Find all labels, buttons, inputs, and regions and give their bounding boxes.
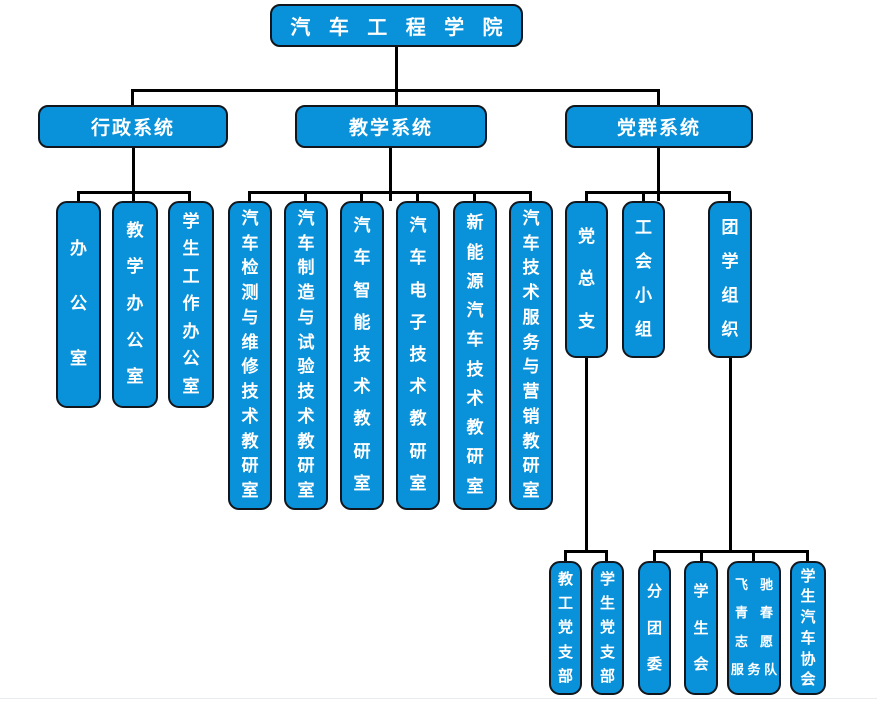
node-admin-system: 行政系统: [38, 105, 228, 148]
node-teaching-system: 教学系统: [295, 105, 487, 148]
connector-line: [585, 191, 731, 194]
connector-line: [729, 358, 732, 553]
node-auto-service-marketing-office: 汽车技术服务与营销教研室: [509, 201, 553, 510]
node-label: 工会小组: [635, 218, 652, 340]
connector-line: [389, 148, 392, 201]
node-label: 飞驰青春志愿服务队: [730, 577, 778, 679]
node-branch-league-committee: 分团委: [638, 561, 671, 695]
connector-line: [653, 550, 808, 553]
node-label: 行政系统: [90, 117, 175, 139]
node-teaching-office: 教学办公室: [112, 201, 158, 408]
node-student-party-branch: 学生党支部: [591, 561, 624, 695]
connector-line: [657, 148, 660, 201]
node-label: 办公室: [70, 239, 87, 369]
node-student-auto-association: 学生汽车协会: [790, 561, 826, 695]
connector-line: [304, 191, 307, 201]
connector-line: [131, 89, 134, 105]
node-label: 汽车工程学院: [290, 15, 503, 39]
connector-line: [416, 191, 419, 201]
node-union-group: 工会小组: [622, 201, 665, 358]
node-label: 汽车检测与维修技术教研室: [241, 208, 259, 502]
node-label: 汽车智能技术教研室: [353, 216, 371, 494]
connector-line: [564, 550, 608, 553]
divider: [0, 698, 877, 699]
node-auto-electronics-tech-office: 汽车电子技术教研室: [396, 201, 440, 510]
node-label: 教学系统: [348, 117, 433, 139]
connector-line: [728, 191, 731, 201]
node-label: 党群系统: [616, 117, 701, 139]
connector-line: [131, 89, 660, 92]
connector-line: [564, 550, 567, 561]
node-college-root: 汽车工程学院: [270, 4, 523, 47]
node-label: 学生会: [693, 582, 709, 673]
node-label: 汽车制造与试验技术教研室: [297, 208, 315, 502]
node-label: 分团委: [646, 582, 662, 673]
connector-line: [529, 191, 532, 201]
node-label: 新能源汽车技术教研室: [466, 213, 484, 497]
node-party-mass-system: 党群系统: [565, 105, 753, 148]
node-auto-manufacturing-testing-office: 汽车制造与试验技术教研室: [284, 201, 328, 510]
node-auto-inspection-maintenance-office: 汽车检测与维修技术教研室: [228, 201, 272, 510]
node-label: 学生党支部: [599, 570, 615, 685]
connector-line: [248, 191, 532, 194]
connector-line: [585, 191, 588, 201]
node-label: 团学组织: [721, 218, 739, 340]
connector-line: [77, 191, 191, 194]
node-faculty-party-branch: 教工党支部: [549, 561, 582, 695]
node-label: 汽车技术服务与营销教研室: [522, 208, 540, 502]
node-student-affairs-office: 学生工作办公室: [168, 201, 214, 408]
connector-line: [132, 148, 135, 201]
node-auto-intelligent-tech-office: 汽车智能技术教研室: [340, 201, 384, 510]
connector-line: [395, 47, 398, 105]
node-label: 教学办公室: [126, 220, 144, 388]
node-label: 汽车电子技术教研室: [409, 216, 427, 494]
connector-line: [360, 191, 363, 201]
connector-line: [585, 358, 588, 553]
node-student-union: 学生会: [684, 561, 718, 695]
node-label: 学生汽车协会: [800, 566, 816, 689]
connector-line: [752, 550, 755, 561]
node-label: 教工党支部: [557, 570, 573, 685]
node-office: 办公室: [56, 201, 101, 408]
node-label: 党总支: [578, 226, 595, 332]
node-party-general-branch: 党总支: [565, 201, 608, 358]
node-feichi-youth-volunteer-team: 飞驰青春志愿服务队: [727, 561, 781, 695]
connector-line: [806, 550, 809, 561]
connector-line: [605, 550, 608, 561]
connector-line: [653, 550, 656, 561]
node-new-energy-vehicle-tech-office: 新能源汽车技术教研室: [453, 201, 497, 510]
connector-line: [642, 191, 645, 201]
node-label: 学生工作办公室: [182, 211, 200, 397]
connector-line: [473, 191, 476, 201]
connector-line: [657, 89, 660, 105]
connector-line: [188, 191, 191, 201]
node-league-student-org: 团学组织: [708, 201, 752, 358]
connector-line: [248, 191, 251, 201]
connector-line: [77, 191, 80, 201]
connector-line: [700, 550, 703, 561]
